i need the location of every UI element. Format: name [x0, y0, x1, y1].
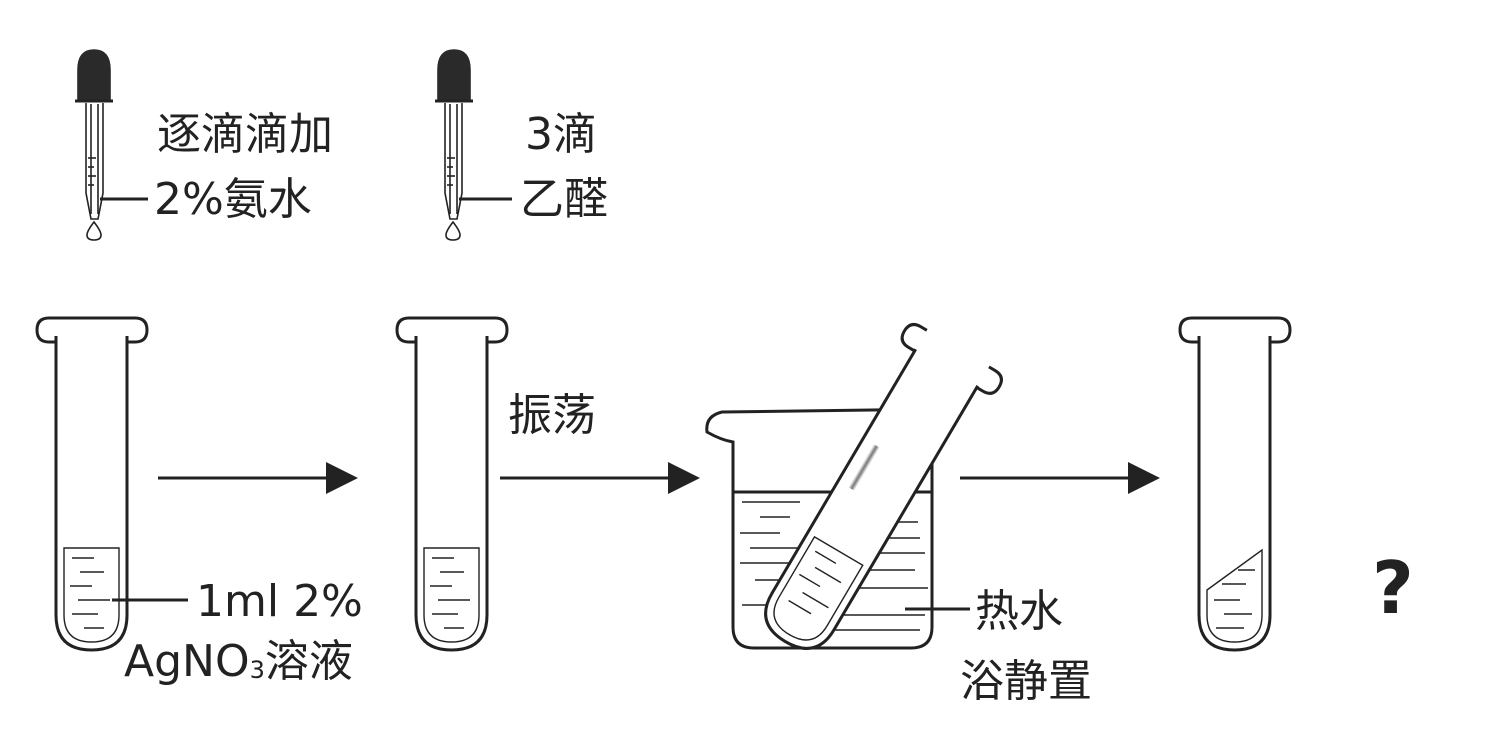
dropper-1-label-action: 逐滴滴加	[157, 109, 333, 160]
tube-1-formula-subscript: 3	[249, 656, 265, 684]
beaker-label-bath-rest: 浴静置	[960, 656, 1092, 707]
dropper-1-label-reagent: 2%氨水	[154, 174, 312, 225]
arrow-1-icon	[158, 462, 358, 494]
dropper-ammonia-icon	[75, 49, 148, 241]
arrow-2-icon	[500, 462, 700, 494]
step-shake-label: 振荡	[508, 390, 596, 441]
beaker-water-bath-icon	[705, 323, 1003, 650]
tube-1-label-solution: AgNO3溶液	[124, 640, 353, 684]
tube-1-formula: AgNO	[124, 636, 250, 687]
tube-1-solution-word: 溶液	[264, 636, 353, 687]
test-tube-mixed-icon	[395, 316, 509, 652]
dropper-acetaldehyde-icon	[435, 49, 512, 241]
dropper-2-label-reagent: 乙醛	[520, 174, 608, 225]
tube-1-label-volume: 1ml 2%	[196, 576, 363, 627]
test-tube-silver-nitrate-icon	[35, 316, 188, 652]
result-unknown-label: ?	[1372, 546, 1414, 630]
test-tube-result-icon	[1178, 316, 1292, 652]
arrow-3-icon	[960, 462, 1160, 494]
beaker-label-hot-water: 热水	[975, 586, 1063, 637]
dropper-2-label-amount: 3滴	[525, 109, 597, 160]
